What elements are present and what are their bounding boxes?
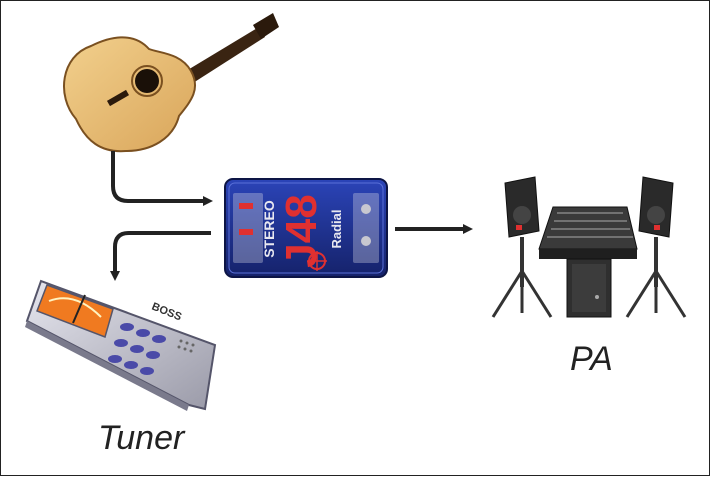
arrow-guitar-to-di: [111, 151, 213, 206]
tuner-label: Tuner: [98, 419, 185, 457]
di-model-name: STEREO: [261, 200, 277, 258]
arrow-di-to-tuner: [110, 231, 211, 281]
pa-system-icon: [491, 176, 687, 318]
mixer-icon: [538, 206, 638, 259]
tuner-device-icon: BOSS: [25, 279, 217, 411]
acoustic-guitar-icon: [63, 13, 279, 153]
right-speaker-icon: [625, 176, 687, 318]
pa-label: PA: [570, 340, 613, 378]
tuner-brand: BOSS: [150, 301, 183, 324]
di-model-number: J48: [277, 194, 326, 267]
direct-box-icon: J48 STEREO Radial: [224, 178, 388, 278]
left-speaker-icon: [491, 176, 553, 318]
di-brand: Radial: [329, 209, 344, 248]
subwoofer-icon: [566, 258, 612, 318]
